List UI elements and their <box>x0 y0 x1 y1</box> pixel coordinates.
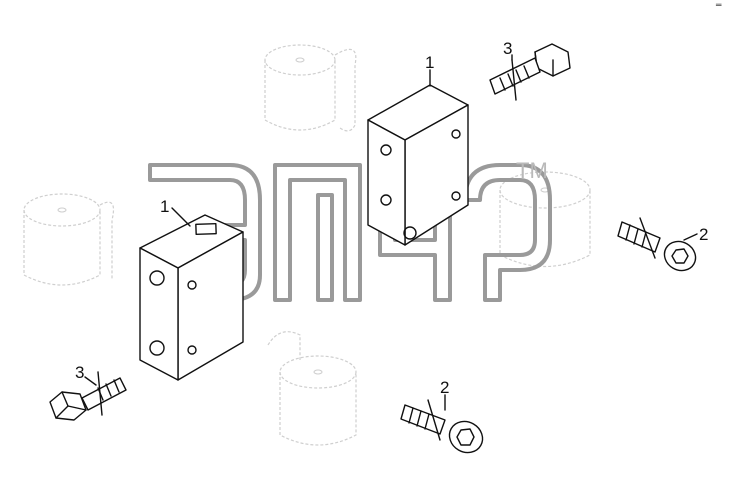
bolt-hex-bottom <box>49 371 127 421</box>
callout-bolt-top: 3 <box>503 39 512 58</box>
leader-block-left <box>171 207 191 227</box>
leader-screw-right <box>683 233 698 241</box>
block-left <box>139 214 244 381</box>
corner-mark: ═ <box>715 1 722 11</box>
callout-bolt-bottom: 3 <box>75 363 84 382</box>
callout-block-top: 1 <box>425 53 434 72</box>
callout-block-left: 1 <box>160 197 169 216</box>
callout-screw-right: 2 <box>699 225 708 244</box>
leader-bolt-bottom <box>84 376 97 386</box>
trademark-label: TM <box>516 158 548 183</box>
block-top <box>367 84 469 246</box>
screw-socket-right <box>617 217 697 272</box>
ghost-clamp-right <box>499 171 591 268</box>
bolt-hex-top <box>489 43 571 101</box>
ghost-clamp-left <box>23 193 115 286</box>
ghost-clamp-bottom <box>267 331 357 446</box>
callout-screw-bottom: 2 <box>440 378 449 397</box>
ghost-clamp-top <box>264 44 357 132</box>
screw-socket-bottom <box>400 399 484 454</box>
